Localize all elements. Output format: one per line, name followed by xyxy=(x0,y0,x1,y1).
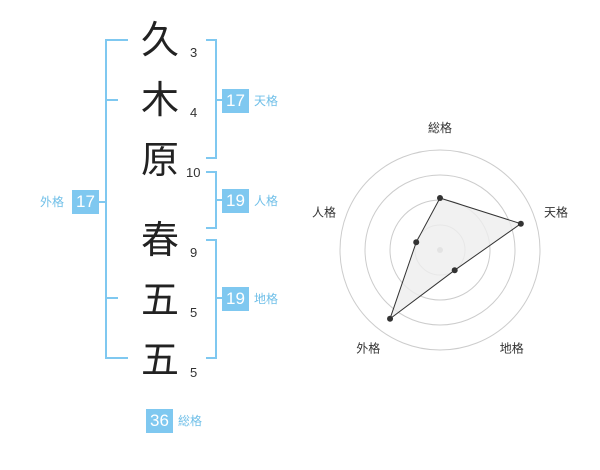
name-char-2: 木 xyxy=(140,78,179,122)
stroke-count-3: 10 xyxy=(186,165,201,180)
radar-point-1 xyxy=(517,220,524,227)
radar-point-0 xyxy=(437,195,443,201)
chikaku-value: 19 xyxy=(222,287,249,311)
radar-axis-label-2: 地格 xyxy=(500,341,524,356)
soukaku-value: 36 xyxy=(146,409,173,433)
stroke-count-1: 3 xyxy=(190,45,198,60)
tenkaku-value: 17 xyxy=(222,89,249,113)
radar-point-4 xyxy=(413,239,420,246)
radar-axis-label-4: 人格 xyxy=(312,204,336,219)
bracket-lines xyxy=(92,39,224,359)
jinkaku-label: 人格 xyxy=(254,194,279,208)
stroke-count-5: 5 xyxy=(190,305,198,320)
radar-axis-label-1: 天格 xyxy=(544,204,568,219)
name-char-1: 久 xyxy=(140,18,179,62)
radar-point-3 xyxy=(387,315,394,322)
gaikaku-value: 17 xyxy=(72,190,99,214)
stroke-count-6: 5 xyxy=(190,365,198,380)
name-char-4: 春 xyxy=(140,218,179,262)
stroke-count-2: 4 xyxy=(190,105,198,120)
name-char-6: 五 xyxy=(140,338,179,382)
jinkaku-value: 19 xyxy=(222,189,249,213)
name-char-3: 原 xyxy=(140,138,179,182)
tenkaku-label: 天格 xyxy=(254,94,279,108)
radar-ring-3 xyxy=(364,174,516,326)
chikaku-label: 地格 xyxy=(254,292,279,306)
gaikaku-label: 外格 xyxy=(40,195,65,209)
radar-point-2 xyxy=(451,267,458,274)
soukaku-label: 総格 xyxy=(178,414,203,428)
stroke-count-4: 9 xyxy=(190,245,198,260)
radar-ring-4 xyxy=(339,149,541,351)
radar-polygon xyxy=(389,197,522,321)
name-char-5: 五 xyxy=(140,278,179,322)
radar-axis-label-3: 外格 xyxy=(356,341,380,356)
radar-axis-label-0: 総格 xyxy=(428,120,452,135)
